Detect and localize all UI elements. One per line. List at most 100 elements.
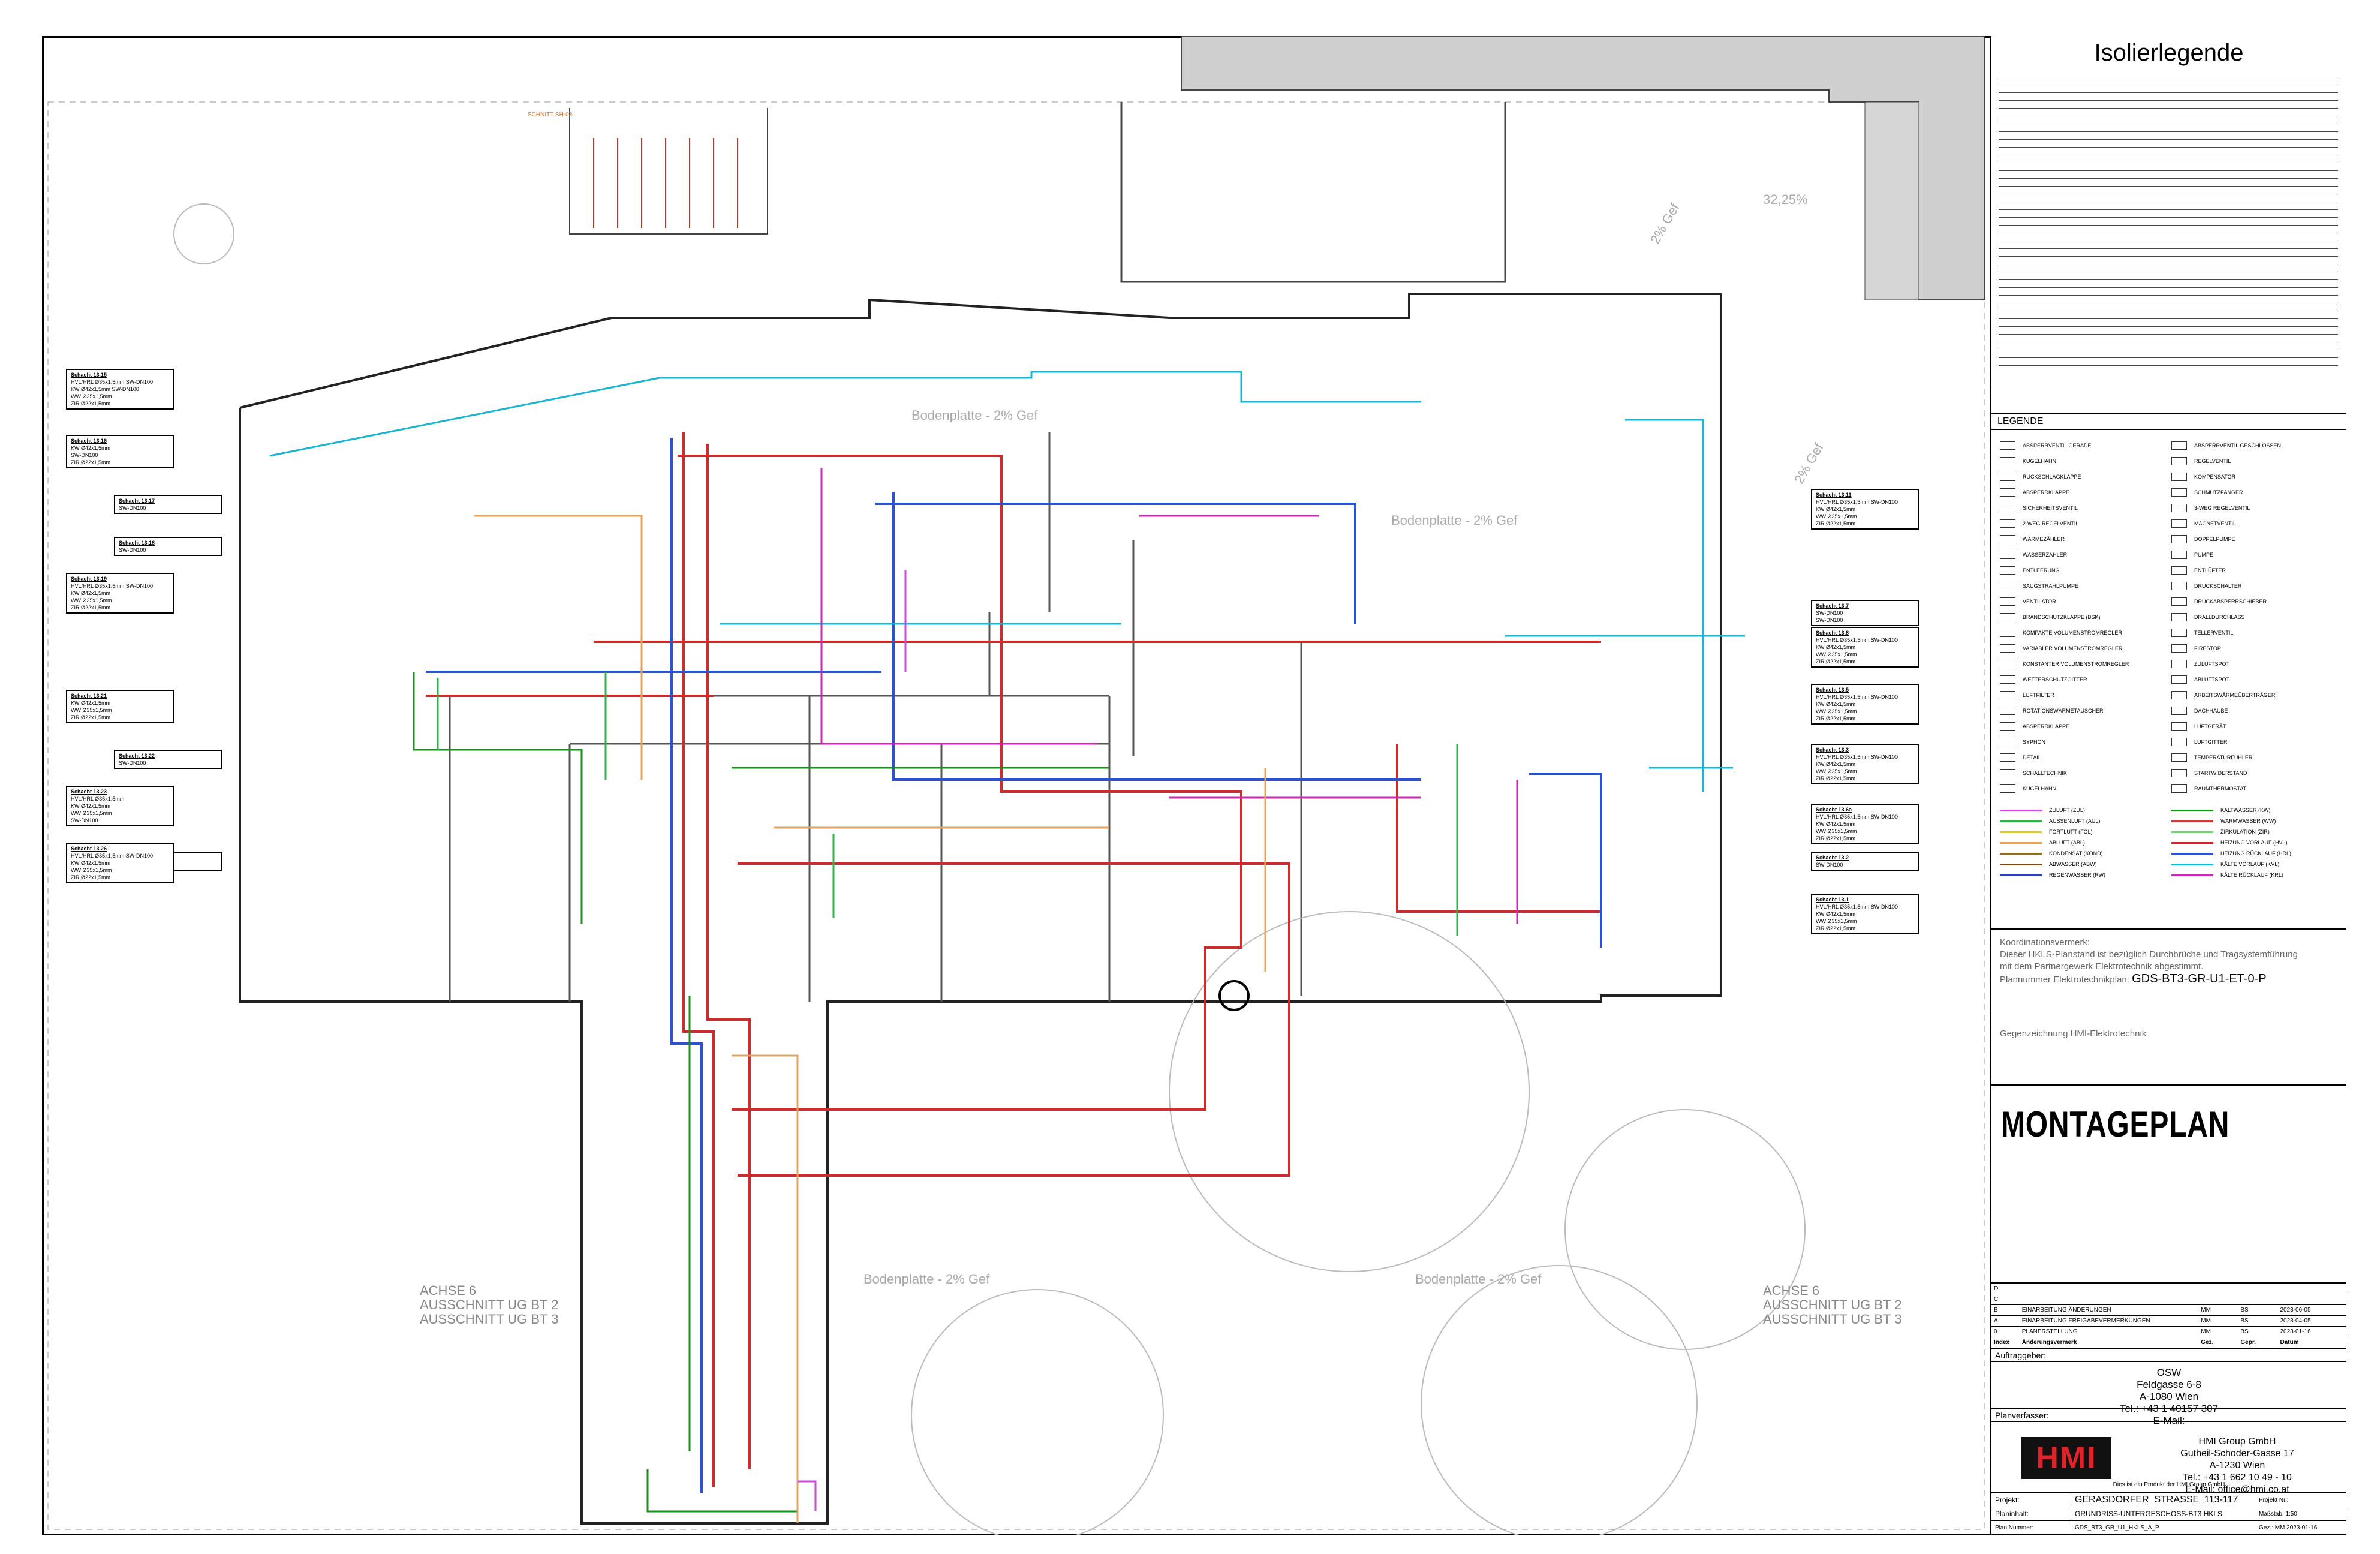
legend-symbol-icon xyxy=(2171,660,2187,668)
legend-item: STARTWIDERSTAND xyxy=(2171,765,2339,781)
legend-symbol-icon xyxy=(2171,738,2187,746)
line-legend-label: KALTWASSER (KW) xyxy=(2220,807,2271,813)
legend-label: KUGELHAHN xyxy=(2023,786,2057,792)
floor-slope-label: Bodenplatte - 2% Gef xyxy=(863,1272,990,1287)
legend-item: KOMPENSATOR xyxy=(2171,469,2339,485)
shaft-pipe-spec: ZIR Ø22x1,5mm xyxy=(1816,716,1856,722)
legend-item: DACHHAUBE xyxy=(2171,703,2339,719)
isolation-table-row xyxy=(1999,296,2338,303)
shaft-pipe-spec: WW Ø35x1,5mm xyxy=(1816,828,1857,834)
isolation-table-row xyxy=(1999,93,2338,101)
legend-symbol-icon xyxy=(2171,644,2187,653)
planner-section: Planverfasser: HMI HMI Group GmbH Guthei… xyxy=(1991,1409,2346,1495)
shaft-pipe-spec: WW Ø35x1,5mm xyxy=(1816,513,1857,519)
line-legend-label: HEIZUNG RÜCKLAUF (HRL) xyxy=(2220,850,2292,856)
legend-symbol-icon xyxy=(2000,784,2015,793)
legend-symbol-icon xyxy=(2171,629,2187,637)
cooling-supply-lines xyxy=(269,371,1745,792)
legend-item: VARIABLER VOLUMENSTROMREGLER xyxy=(2000,641,2168,656)
legend-label: ABSPERRKLAPPE xyxy=(2023,723,2070,729)
revision-by: MM xyxy=(2201,1318,2211,1324)
cold-water-lines xyxy=(413,672,1109,1513)
legend-label: VENTILATOR xyxy=(2023,599,2056,605)
legend-symbol-icon xyxy=(2000,769,2015,777)
legend-item: KOMPAKTE VOLUMENSTROMREGLER xyxy=(2000,625,2168,641)
legend-symbol-icon xyxy=(2171,488,2187,497)
isolation-table-row xyxy=(1999,140,2338,148)
drawn-info: Gez.: MM 2023-01-16 xyxy=(2255,1525,2346,1531)
project-section: Projekt: GERASDORFER_STRASSE_113-117 Pro… xyxy=(1991,1493,2346,1535)
shaft-title: Schacht 13.8 xyxy=(1816,630,1849,636)
revision-index: 0 xyxy=(1994,1328,1997,1335)
shaft-pipe-spec: WW Ø35x1,5mm xyxy=(71,597,112,603)
legend-item: SICHERHEITSVENTIL xyxy=(2000,500,2168,516)
legend-label: KUGELHAHN xyxy=(2023,458,2057,464)
legend-label: LUFTFILTER xyxy=(2023,692,2054,698)
isolation-table-row xyxy=(1999,148,2338,155)
revision-text: EINARBEITUNG FREIGABEVERMERKUNGEN xyxy=(2021,1318,2150,1324)
line-legend-item: HEIZUNG RÜCKLAUF (HRL) xyxy=(2171,848,2339,859)
shaft-title: Schacht 13.11 xyxy=(1816,492,1852,498)
wall-hatch-top xyxy=(1181,36,1985,300)
revision-header-by: Gez. xyxy=(2201,1339,2214,1346)
legend-item: RAUMTHERMOSTAT xyxy=(2171,781,2339,796)
plan-content-label: Planinhalt: xyxy=(1991,1510,2071,1518)
legend-label: ABSPERRKLAPPE xyxy=(2023,489,2070,495)
line-legend-label: HEIZUNG VORLAUF (HVL) xyxy=(2220,840,2288,846)
legend-symbol-icon xyxy=(2000,551,2015,559)
legend-label: DRALLDURCHLASS xyxy=(2194,614,2245,620)
shaft-pipe-spec: ZIR Ø22x1,5mm xyxy=(71,714,111,720)
legend-title: LEGENDE xyxy=(1991,414,2346,430)
isolation-table-row xyxy=(1999,179,2338,187)
isolation-table-row xyxy=(1999,327,2338,335)
legend-item: 2-WEG REGELVENTIL xyxy=(2000,516,2168,531)
hmi-logo: HMI xyxy=(2021,1437,2111,1479)
heating-return-lines xyxy=(426,438,1602,1493)
legend-item: TEMPERATURFÜHLER xyxy=(2171,750,2339,765)
shaft-pipe-spec: HVL/HRL Ø35x1,5mm SW-DN100 xyxy=(71,583,154,589)
shaft-pipe-spec: SW-DN100 xyxy=(71,452,98,458)
legend-item: ABLUFTSPOT xyxy=(2171,672,2339,687)
legend-symbol-icon xyxy=(2000,597,2015,606)
line-legend-item: KONDENSAT (KOND) xyxy=(2000,848,2168,859)
isolation-table xyxy=(1999,70,2338,366)
legend-item: DOPPELPUMPE xyxy=(2171,531,2339,547)
revision-index: A xyxy=(1994,1318,1998,1324)
drawn-label: Gez.: xyxy=(2259,1524,2273,1531)
legend-item: LUFTFILTER xyxy=(2000,687,2168,703)
legend-label: DRUCKSCHALTER xyxy=(2194,583,2242,589)
shaft-title: Schacht 13.5 xyxy=(1816,687,1849,693)
client-email: E-Mail: xyxy=(2153,1415,2185,1426)
legend-item: DETAIL xyxy=(2000,750,2168,765)
cooling-return-lines xyxy=(820,468,1518,924)
discipline: HKLS xyxy=(2203,1510,2223,1518)
legend-label: KONSTANTER VOLUMENSTROMREGLER xyxy=(2023,661,2129,667)
revision-date: 2023-01-16 xyxy=(2280,1328,2311,1335)
isolation-table-row xyxy=(1999,249,2338,257)
shaft-pipe-spec: KW Ø42x1,5mm xyxy=(1816,644,1856,650)
revision-text: PLANERSTELLUNG xyxy=(2021,1328,2078,1335)
isolation-table-row xyxy=(1999,70,2338,77)
legend-label: SCHMUTZFÄNGER xyxy=(2194,489,2243,495)
upper-room-outline xyxy=(1120,102,1506,283)
shaft-pipe-spec: HVL/HRL Ø35x1,5mm SW-DN100 xyxy=(1816,904,1898,910)
shaft-pipe-spec: WW Ø35x1,5mm xyxy=(71,707,112,713)
legend-item: VENTILATOR xyxy=(2000,594,2168,609)
legend-symbol-icon xyxy=(2171,519,2187,528)
legend-label: VARIABLER VOLUMENSTROMREGLER xyxy=(2023,645,2123,651)
roof-slope-label: 32,25% xyxy=(1763,192,1808,207)
isolation-table-row xyxy=(1999,272,2338,280)
shaft-pipe-spec: WW Ø35x1,5mm xyxy=(71,393,112,399)
legend-label: WETTERSCHUTZGITTER xyxy=(2023,677,2087,683)
